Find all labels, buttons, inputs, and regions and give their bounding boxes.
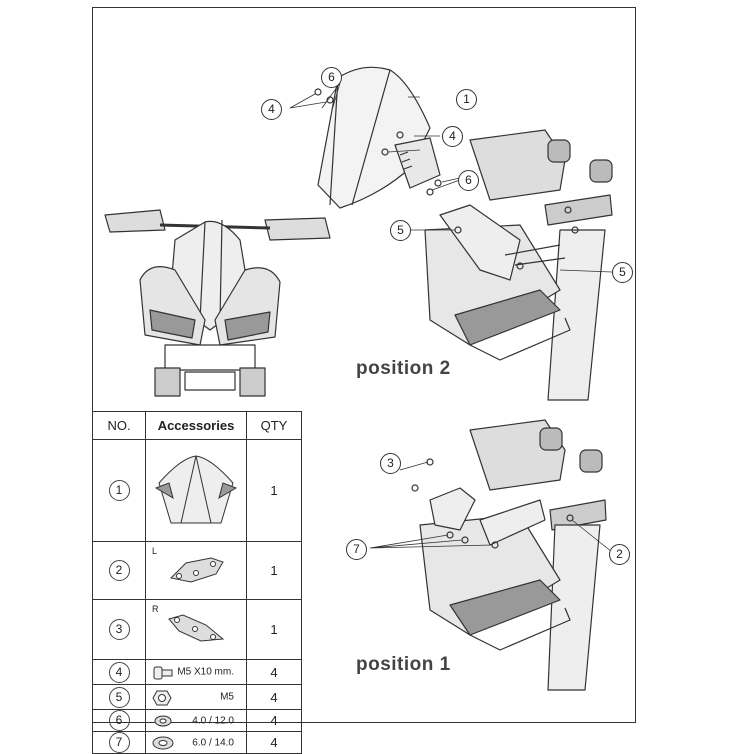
right-bracket-icon bbox=[168, 614, 225, 642]
table-row: 6 4.0 / 12.0 4 bbox=[92, 709, 302, 732]
callout-3: 3 bbox=[380, 453, 401, 474]
callout-6-top: 6 bbox=[321, 67, 342, 88]
spec-label: 4.0 / 12.0 bbox=[192, 715, 234, 726]
accessory-cell bbox=[145, 439, 247, 542]
qty-cell: 4 bbox=[246, 684, 302, 710]
position-2-label: position 2 bbox=[356, 358, 451, 379]
callout-2: 2 bbox=[609, 544, 630, 565]
callout-1: 1 bbox=[456, 89, 477, 110]
diagram-artwork bbox=[104, 66, 613, 691]
spec-label: M5 X10 mm. bbox=[177, 666, 234, 678]
accessory-cell: M5 bbox=[145, 684, 247, 710]
table-row: 3 R 1 bbox=[92, 599, 302, 660]
header-qty: QTY bbox=[246, 411, 302, 440]
table-row: 5 M5 4 bbox=[92, 684, 302, 710]
side-label: R bbox=[152, 604, 159, 614]
accessory-cell: M5 X10 mm. bbox=[145, 659, 247, 685]
front-view-drawing bbox=[104, 209, 331, 397]
spec-label: 6.0 / 14.0 bbox=[192, 737, 234, 748]
header-accessories: Accessories bbox=[145, 411, 247, 440]
washer-large-icon bbox=[152, 736, 174, 750]
callout-6-right: 6 bbox=[458, 170, 479, 191]
bolt-icon bbox=[153, 666, 173, 680]
qty-cell: 4 bbox=[246, 731, 302, 754]
qty-cell: 4 bbox=[246, 709, 302, 732]
row-number: 6 bbox=[108, 710, 130, 731]
spec-label: M5 bbox=[220, 691, 234, 703]
position-1-label: position 1 bbox=[356, 654, 451, 675]
windscreen-exploded-drawing bbox=[289, 66, 461, 209]
table-row: 7 6.0 / 14.0 4 bbox=[92, 731, 302, 754]
left-bracket-icon bbox=[169, 557, 224, 583]
qty-cell: 1 bbox=[246, 541, 302, 600]
table-row: 4 M5 X10 mm. 4 bbox=[92, 659, 302, 685]
accessory-cell: R bbox=[145, 599, 247, 660]
callout-5-left: 5 bbox=[390, 220, 411, 241]
table-row: 1 1 bbox=[92, 439, 302, 542]
row-number: 1 bbox=[108, 480, 130, 501]
position-2-drawing bbox=[410, 129, 613, 401]
position-1-drawing bbox=[369, 419, 613, 691]
callout-4-left: 4 bbox=[261, 99, 282, 120]
washer-small-icon bbox=[154, 715, 172, 727]
qty-cell: 1 bbox=[246, 599, 302, 660]
row-number: 2 bbox=[108, 560, 130, 581]
windscreen-icon bbox=[154, 455, 238, 524]
header-no: NO. bbox=[92, 411, 146, 440]
row-number: 7 bbox=[108, 732, 130, 753]
table-header-row: NO. Accessories QTY bbox=[92, 411, 302, 440]
nut-icon bbox=[152, 690, 172, 706]
qty-cell: 1 bbox=[246, 439, 302, 542]
row-number: 5 bbox=[108, 686, 130, 708]
qty-cell: 4 bbox=[246, 659, 302, 685]
callout-5-right: 5 bbox=[612, 262, 633, 283]
callout-4-right: 4 bbox=[442, 126, 463, 147]
callout-7: 7 bbox=[346, 539, 367, 560]
accessory-cell: 4.0 / 12.0 bbox=[145, 709, 247, 732]
row-number: 4 bbox=[108, 661, 130, 683]
table-row: 2 L 1 bbox=[92, 541, 302, 600]
side-label: L bbox=[152, 546, 158, 556]
accessories-table: NO. Accessories QTY 1 1 2 L 1 3 R 1 4 M5… bbox=[92, 411, 302, 754]
row-number: 3 bbox=[108, 619, 130, 640]
diagram-frame bbox=[92, 7, 636, 723]
accessory-cell: 6.0 / 14.0 bbox=[145, 731, 247, 754]
accessory-cell: L bbox=[145, 541, 247, 600]
